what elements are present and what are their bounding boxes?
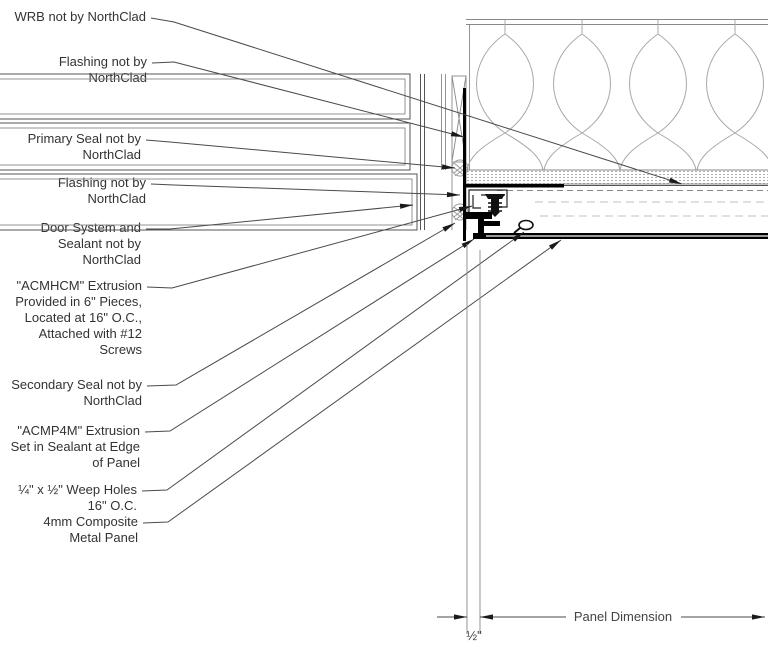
arrowhead [511, 232, 524, 242]
arrowhead [450, 131, 464, 137]
flashing-vertical [463, 88, 466, 241]
leader-lines [141, 17, 683, 524]
arrowhead [548, 240, 561, 250]
dim-arrow [480, 614, 493, 620]
callout-composite-panel: 4mm Composite Metal Panel [0, 514, 138, 546]
batt-loop [706, 33, 764, 134]
callout-line: Sealant not by [57, 236, 141, 251]
batt-loop [504, 132, 544, 171]
arrowhead [461, 239, 474, 249]
leader-weep [141, 231, 525, 492]
callout-door-system: Door System and Sealant not by NorthClad [0, 220, 141, 268]
panel-dimension-label: Panel Dimension [574, 609, 672, 624]
callout-acmp4m-extrusion: "ACMP4M" Extrusion Set in Sealant at Edg… [0, 423, 140, 471]
door-frame-head [0, 73, 418, 231]
batt-loop [476, 33, 534, 134]
callout-line: Secondary Seal not by [11, 377, 142, 392]
callout-line: "ACMHCM" Extrusion [16, 278, 142, 293]
arrowhead [458, 206, 472, 212]
callout-secondary-seal: Secondary Seal not by NorthClad [0, 377, 142, 409]
callout-line: of Panel [92, 455, 140, 470]
callout-line: WRB not by NorthClad [14, 9, 147, 24]
insulation-batt [466, 20, 768, 171]
batt-loop [657, 132, 697, 171]
callout-line: NorthClad [87, 191, 146, 206]
leader-wrb [150, 17, 683, 185]
batt-loop [734, 132, 768, 160]
callout-line: Provided in 6" Pieces, [15, 294, 142, 309]
leader-acmp4m [144, 238, 475, 433]
dimension: Panel Dimension ½" [437, 244, 765, 643]
dim-arrow [752, 614, 765, 620]
callout-line: Screws [99, 342, 142, 357]
leader-door-system [146, 204, 414, 230]
leader-flashing-top [151, 61, 465, 138]
sealant-gaskets [451, 159, 469, 221]
composite-panel-line [473, 233, 768, 239]
acmhcm-clip [468, 189, 508, 213]
callout-line: "ACMP4M" Extrusion [17, 423, 140, 438]
leader-primary-seal [145, 139, 456, 169]
leader-panel [142, 239, 562, 524]
callout-line: NorthClad [82, 252, 141, 267]
sheathing-hatch-border [466, 169, 768, 217]
arrowhead [668, 177, 682, 184]
batt-loop [619, 132, 659, 171]
arrowheads [399, 131, 682, 250]
stud-framing [420, 74, 467, 230]
callout-acmhcm-extrusion: "ACMHCM" Extrusion Provided in 6" Pieces… [0, 278, 142, 358]
leader-flashing-mid [150, 183, 461, 196]
callout-wrb: WRB not by NorthClad [0, 9, 147, 25]
callout-line: Primary Seal not by [27, 131, 141, 146]
callout-line: ¼" x ½" Weep Holes [18, 482, 137, 497]
callout-weep-holes: ¼" x ½" Weep Holes 16" O.C. [0, 482, 137, 514]
weep-profile [513, 219, 534, 234]
batt-loop [543, 132, 583, 171]
acmp4m-profile [466, 212, 500, 239]
callout-line: NorthClad [82, 147, 141, 162]
screw [485, 194, 505, 217]
callout-line: Located at 16" O.C., [24, 310, 142, 325]
arrowhead [441, 164, 455, 170]
arrowhead [399, 203, 413, 209]
flashing-horizontal [466, 184, 564, 188]
leader-acmhcm [146, 205, 473, 289]
callout-line: Set in Sealant at Edge [10, 439, 140, 454]
callout-line: Metal Panel [69, 530, 138, 545]
callout-primary-seal: Primary Seal not by NorthClad [0, 131, 141, 163]
batt-loop [629, 33, 687, 134]
callout-line: 16" O.C. [87, 498, 137, 513]
callout-line: Flashing not by [58, 54, 147, 69]
dim-arrow [454, 614, 467, 620]
batt-loop [466, 132, 506, 171]
leader-secondary-seal [146, 222, 456, 387]
callout-line: Door System and [40, 220, 141, 235]
callout-line: Attached with #12 [38, 326, 142, 341]
callout-line: NorthClad [83, 393, 142, 408]
arrowhead [446, 191, 460, 198]
batt-loop [696, 132, 736, 171]
callout-line: 4mm Composite [43, 514, 138, 529]
wrb-sheathing-hatch [466, 170, 768, 184]
arrowhead [442, 223, 455, 232]
ceiling-lines [466, 19, 768, 170]
half-inch-label: ½" [466, 628, 482, 643]
batt-loop [581, 132, 621, 171]
batt-loop [553, 33, 611, 134]
